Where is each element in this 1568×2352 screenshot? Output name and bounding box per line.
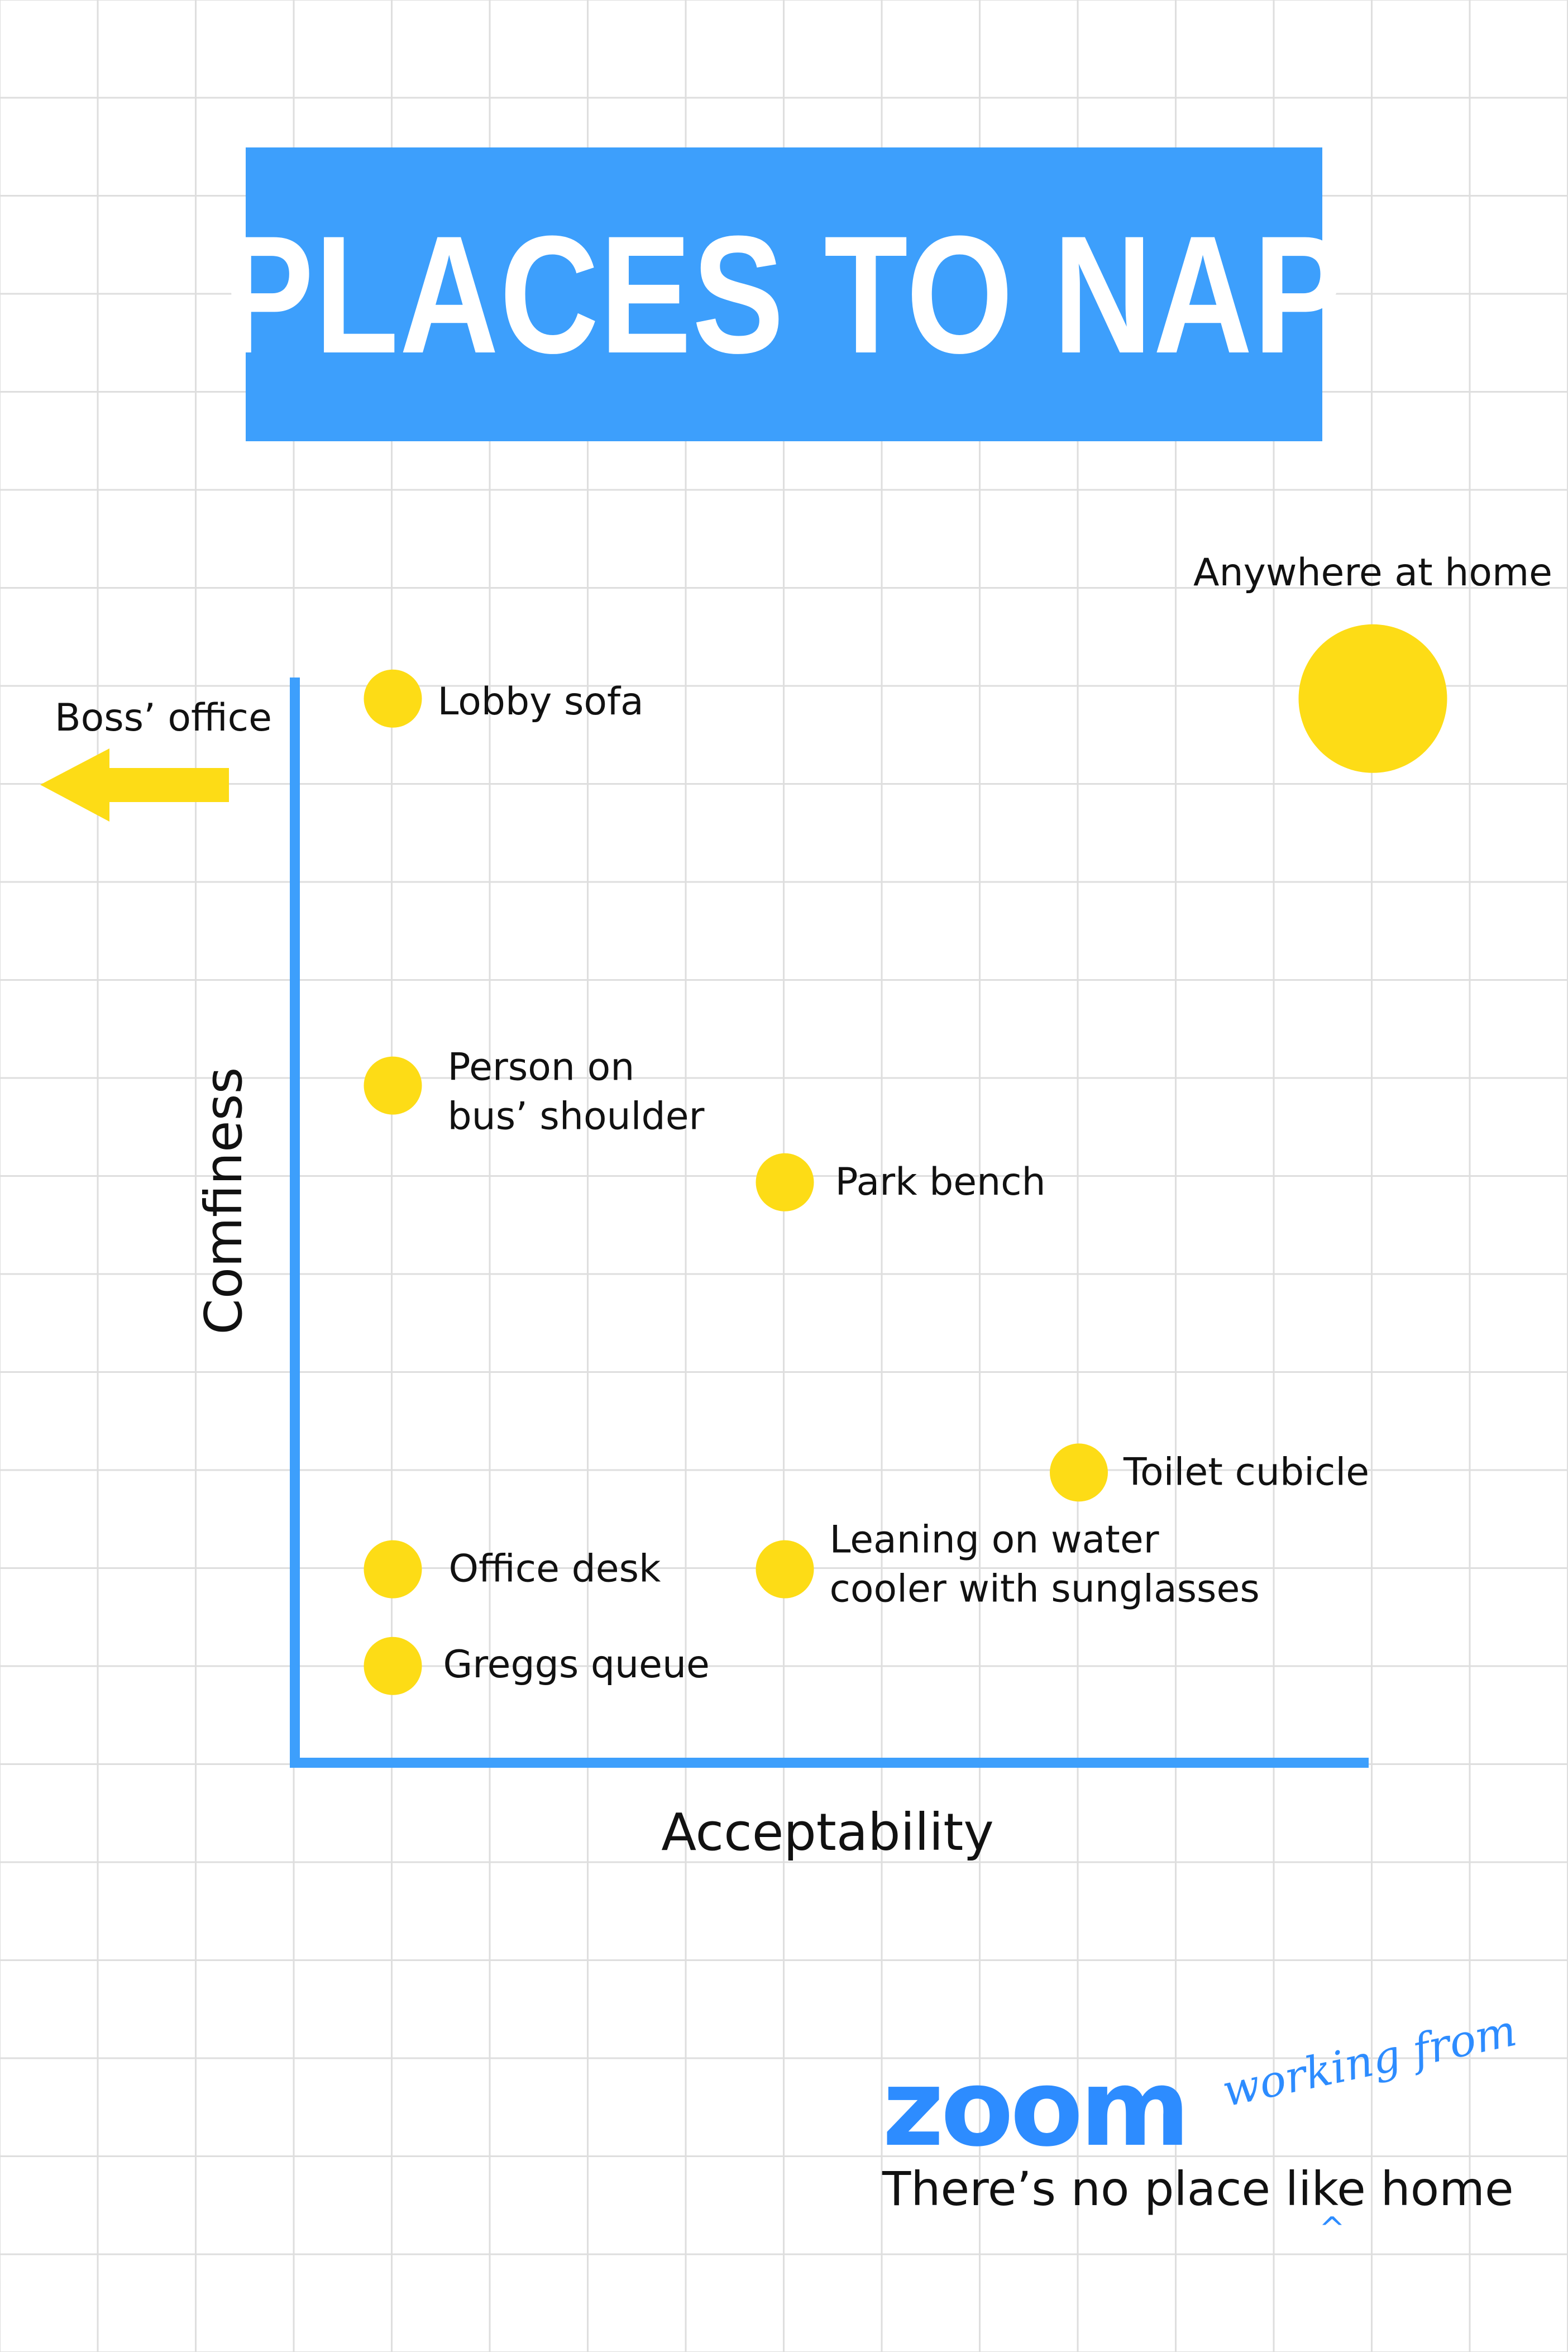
insertion-caret: ^: [1319, 2211, 1345, 2247]
zoom-logo: zoom: [882, 2046, 1191, 2170]
point-label: Office desk: [449, 1547, 662, 1591]
point-label-line: Park bench: [835, 1160, 1046, 1204]
point-label-line: Office desk: [449, 1547, 662, 1591]
point-label: Park bench: [835, 1160, 1046, 1204]
point-label-line: Anywhere at home: [1193, 551, 1552, 595]
scatter-point: [364, 1056, 422, 1115]
scatter-point: [756, 1540, 814, 1599]
point-label: Person on bus’ shoulder: [448, 1046, 705, 1139]
scatter-point: [1298, 624, 1447, 773]
bosss-office-label: Boss’ office: [55, 696, 272, 740]
point-label-line: Leaning on water: [830, 1518, 1159, 1562]
axes-line: [290, 678, 1369, 1768]
point-label: Toilet cubicle: [1123, 1450, 1369, 1494]
point-label-line: Toilet cubicle: [1123, 1450, 1369, 1494]
scatter-point: [364, 1637, 422, 1695]
point-label-line: Greggs queue: [443, 1643, 710, 1687]
title-banner: PLACES TO NAP: [222, 147, 1345, 441]
y-axis-label: Comfiness: [194, 1067, 254, 1335]
slogan: There’s no place like home: [882, 2162, 1514, 2216]
point-label-line: Lobby sofa: [438, 680, 644, 724]
point-label: Leaning on water cooler with sunglasses: [830, 1518, 1260, 1611]
point-label: Lobby sofa: [438, 680, 644, 724]
scatter-point: [1050, 1443, 1108, 1502]
page-title: PLACES TO NAP: [222, 201, 1346, 388]
footer: zoom working from There’s no place like …: [882, 2006, 1524, 2247]
x-axis-label: Acceptability: [661, 1802, 994, 1862]
scatter-point: [364, 669, 422, 728]
scatter-point: [756, 1153, 814, 1211]
point-label: Anywhere at home: [1193, 551, 1552, 595]
point-label-line: cooler with sunglasses: [830, 1567, 1260, 1611]
scatter-point: [364, 1540, 422, 1599]
point-label-line: Person on: [448, 1046, 635, 1090]
point-label: Greggs queue: [443, 1643, 710, 1687]
point-label-line: bus’ shoulder: [448, 1095, 705, 1139]
arrow-left-icon: [40, 748, 229, 822]
